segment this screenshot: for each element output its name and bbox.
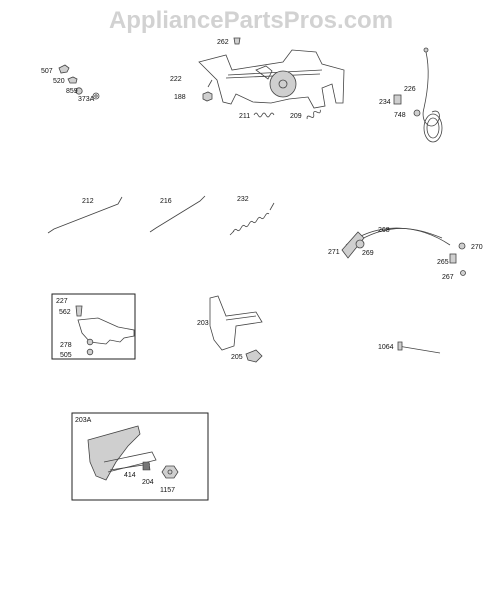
callout-505: 505 [60, 352, 72, 359]
part-262-shape [233, 37, 241, 45]
part-748-shape [413, 109, 421, 117]
part-232-spring [232, 212, 270, 233]
part-227-lever [77, 317, 135, 345]
part-267-shape [460, 270, 466, 276]
callout-1064: 1064 [378, 344, 394, 351]
callout-278: 278 [60, 342, 72, 349]
callout-859: 859 [66, 88, 78, 95]
part-203A-bracket [87, 425, 141, 481]
callout-748: 748 [394, 112, 406, 119]
callout-271: 271 [328, 249, 340, 256]
control-lever-227-assembly [75, 305, 135, 356]
callout-265: 265 [437, 259, 449, 266]
part-211-spring [253, 112, 275, 118]
part-216-rod [149, 195, 206, 233]
group-box-227 [51, 293, 136, 360]
governor-disc-shape [269, 70, 297, 98]
callout-211: 211 [239, 113, 250, 120]
callout-226: 226 [404, 86, 416, 93]
part-278-shape [86, 338, 94, 346]
callout-227: 227 [56, 298, 68, 305]
hardware-cluster-top-left [58, 64, 100, 100]
rods-and-springs [47, 195, 275, 236]
part-234-shape [393, 94, 402, 105]
callout-204: 204 [142, 479, 154, 486]
part-226-cable [422, 51, 440, 127]
part-270-shape [458, 242, 466, 250]
part-505-shape [86, 348, 94, 356]
part-203-bracket [209, 295, 263, 351]
callout-216: 216 [160, 198, 172, 205]
bracket-203A-assembly [87, 425, 179, 481]
callout-203A: 203A [75, 417, 92, 424]
throttle-cable-assembly [341, 227, 466, 276]
part-1157-shape [161, 465, 179, 479]
part-205-shape [245, 349, 263, 363]
control-bracket-assembly [198, 37, 345, 120]
part-1064-rod [397, 345, 441, 354]
callout-209: 209 [290, 113, 302, 120]
callout-268: 268 [378, 227, 390, 234]
callout-520: 520 [53, 78, 65, 85]
callout-188: 188 [174, 94, 186, 101]
part-209-spring [306, 109, 321, 120]
callout-562: 562 [59, 309, 71, 316]
part-204-shape [142, 461, 151, 471]
callout-212: 212 [82, 198, 94, 205]
part-265-shape [449, 253, 457, 264]
callout-labels: 262 507 520 859 373A 222 188 211 209 226… [41, 39, 483, 494]
group-box-203A [71, 412, 209, 501]
callout-1157: 1157 [160, 487, 175, 494]
bracket-203-assembly [209, 295, 263, 363]
callout-262: 262 [217, 39, 229, 46]
callout-373A: 373A [78, 96, 95, 103]
callout-234: 234 [379, 99, 391, 106]
part-269-shape [355, 239, 365, 249]
callout-267: 267 [442, 274, 454, 281]
callout-414: 414 [124, 472, 136, 479]
part-188-shape [202, 91, 213, 102]
callout-205: 205 [231, 354, 243, 361]
cable-226-assembly [393, 47, 443, 143]
callout-203: 203 [197, 320, 209, 327]
part-212-rod [47, 196, 123, 234]
callout-232: 232 [237, 196, 249, 203]
part-562-shape [75, 305, 83, 317]
part-373A-shape [92, 92, 100, 100]
callout-270: 270 [471, 244, 483, 251]
bracket-222-shape [198, 49, 345, 109]
part-859-shape [75, 87, 83, 95]
part-271-shape [341, 231, 365, 259]
callout-222: 222 [170, 76, 182, 83]
watermark-text: AppliancePartsPros.com [109, 7, 393, 34]
callout-269: 269 [362, 250, 374, 257]
part-507-shape [58, 64, 70, 74]
part-1064-assembly [397, 341, 441, 354]
part-520-shape [67, 76, 78, 84]
callout-507: 507 [41, 68, 53, 75]
